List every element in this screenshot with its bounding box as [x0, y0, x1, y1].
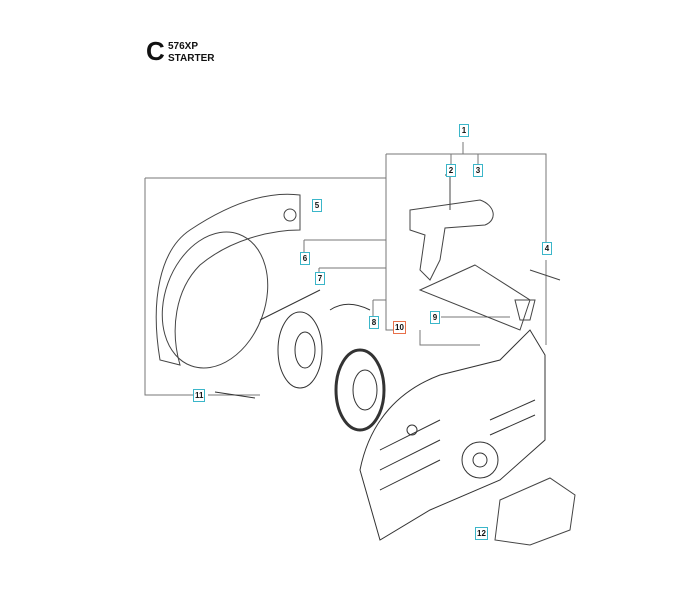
diagram-heading: 576XP STARTER [168, 41, 214, 65]
model-name: 576XP [168, 41, 199, 52]
callout-6[interactable]: 6 [300, 252, 310, 265]
fan-housing-cover [155, 193, 301, 369]
callout-2[interactable]: 2 [446, 164, 456, 177]
section-letter: C [146, 36, 165, 66]
callout-12[interactable]: 12 [475, 527, 488, 540]
callout-9[interactable]: 9 [430, 311, 440, 324]
pulley-parts [214, 289, 386, 432]
callout-5[interactable]: 5 [312, 199, 322, 212]
starter-handle [409, 170, 561, 331]
callout-3[interactable]: 3 [473, 164, 483, 177]
callout-1[interactable]: 1 [459, 124, 469, 137]
callout-10[interactable]: 10 [393, 321, 406, 334]
callout-8[interactable]: 8 [369, 316, 379, 329]
starter-housing [359, 329, 546, 541]
callout-11[interactable]: 11 [193, 389, 206, 402]
decal [494, 477, 576, 546]
callout-7[interactable]: 7 [315, 272, 325, 285]
leader-lines [144, 142, 547, 396]
callout-4[interactable]: 4 [542, 242, 552, 255]
diagram-title: STARTER [168, 53, 215, 64]
